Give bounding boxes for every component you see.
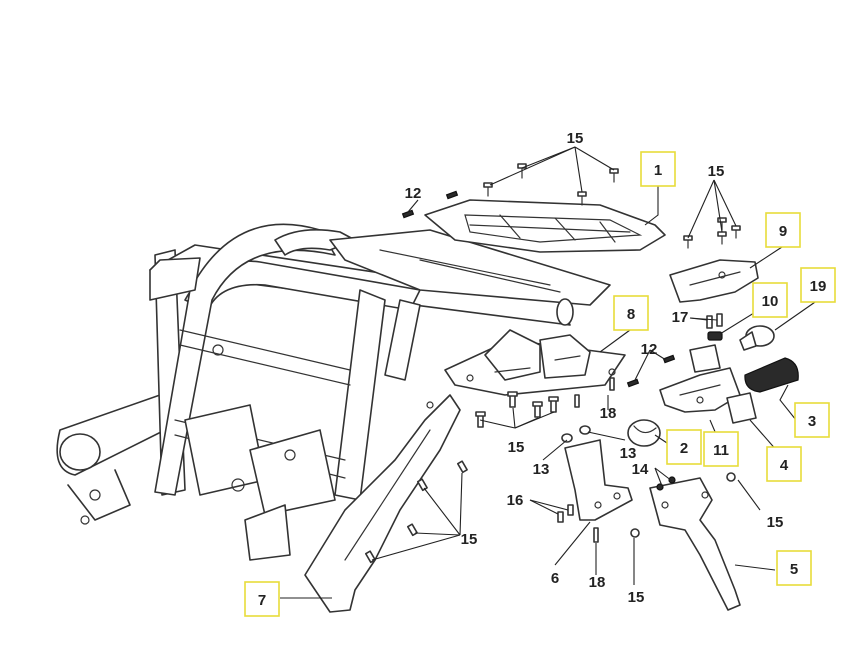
bolts-15-lower-left [364, 460, 468, 564]
main-frame [56, 223, 611, 561]
washers-15-right-lower [630, 472, 736, 538]
screws-17 [706, 313, 723, 329]
callout-2: 2 [680, 440, 688, 457]
bolt-12-top [401, 190, 459, 219]
bracket-part-6 [564, 439, 633, 521]
callout-8: 8 [627, 306, 635, 323]
callout-19: 19 [810, 278, 827, 295]
callout-15-right: 15 [708, 163, 725, 180]
plate-bracket-part-5 [649, 477, 741, 611]
callout-4: 4 [780, 457, 789, 474]
leader-lines [280, 146, 819, 599]
rubber-pad-part-3 [744, 357, 799, 393]
callout-3: 3 [808, 413, 816, 430]
lamp-lens-part-2 [627, 419, 661, 447]
callout-boxes [244, 151, 836, 617]
bolts-15-right [683, 217, 741, 249]
nuts-13 [561, 425, 591, 443]
callout-18-upper: 18 [600, 405, 617, 422]
bolts-15-top [483, 163, 619, 206]
callout-17: 17 [672, 309, 689, 326]
bolts-18-upper [574, 377, 615, 408]
callout-14: 14 [632, 461, 649, 478]
callout-13-left: 13 [533, 461, 550, 478]
callout-16: 16 [507, 492, 524, 509]
bolt-12-mid [626, 354, 676, 388]
callout-1: 1 [654, 162, 662, 179]
callout-13-right: 13 [620, 445, 637, 462]
lamp-housing-part-11 [659, 344, 741, 413]
callout-15-mid: 15 [508, 439, 525, 456]
callout-15-bottom: 15 [628, 589, 645, 606]
tray-part-8 [444, 329, 626, 396]
callout-12-mid: 12 [641, 341, 658, 358]
lamp-part-19 [739, 325, 775, 351]
bolt-18-lower [593, 527, 599, 543]
callout-5: 5 [790, 561, 798, 578]
callout-7: 7 [258, 592, 266, 609]
reflector-part-4 [726, 392, 757, 424]
fender-cover-part-9 [669, 259, 759, 303]
callout-15-lower-left: 15 [461, 531, 478, 548]
callout-15-right-lower: 15 [767, 514, 784, 531]
rear-rack-part-1 [424, 199, 666, 253]
callout-15-top: 15 [567, 130, 584, 147]
callout-10: 10 [762, 293, 779, 310]
clip-part-10 [707, 331, 723, 341]
callout-11: 11 [713, 442, 729, 459]
callout-9: 9 [779, 223, 787, 240]
callout-6: 6 [551, 570, 559, 587]
callout-18-lower: 18 [589, 574, 606, 591]
callout-numbers: 1 9 19 8 10 3 4 11 2 5 7 15 12 15 17 12 … [258, 130, 827, 609]
mud-flap-part-7 [304, 394, 461, 613]
callout-12-top: 12 [405, 185, 422, 202]
